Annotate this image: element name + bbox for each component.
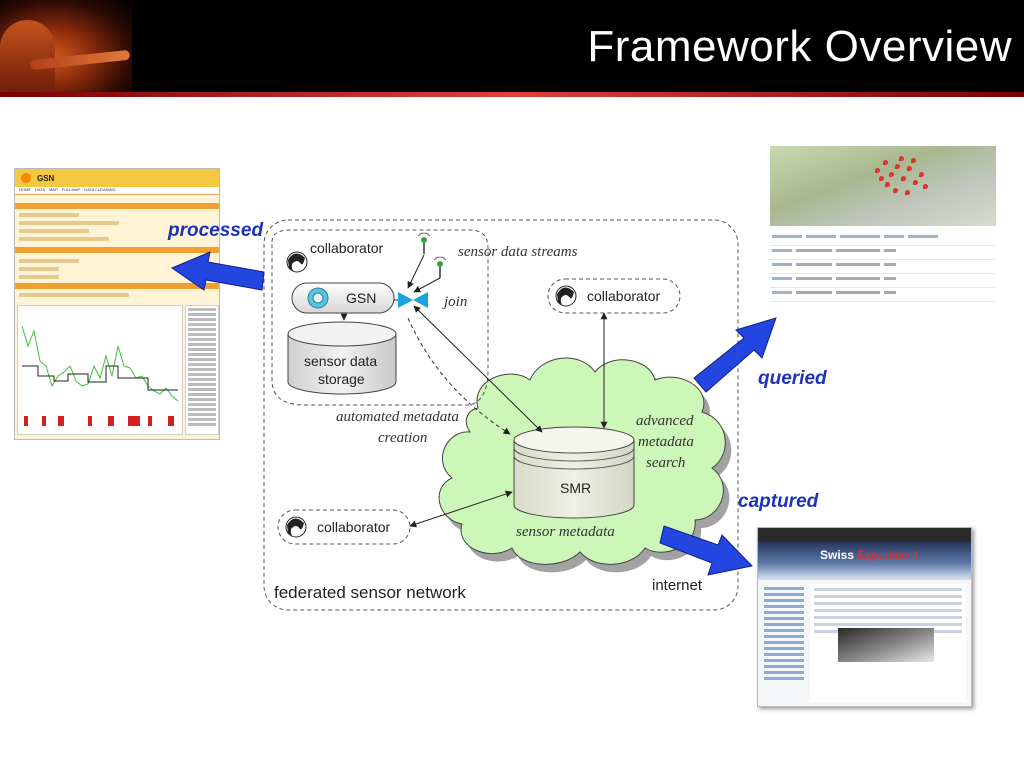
gsn-gear-icon [307, 287, 329, 309]
title-divider [0, 92, 1024, 97]
collaborator-label-gsn: collaborator [310, 240, 383, 256]
smr-label: SMR [560, 480, 591, 496]
federated-network-boundary [263, 219, 739, 611]
smr-repository [513, 426, 635, 519]
sensor-metadata-label: sensor metadata [516, 524, 615, 540]
advanced-search-line2: metadata [638, 434, 694, 450]
collaborator-label-right: collaborator [587, 288, 660, 304]
gsn-node-boundary [271, 229, 489, 406]
processed-label: processed [167, 220, 263, 241]
metadata-map-thumbnail [770, 146, 996, 322]
advanced-search-line1: advanced [636, 413, 694, 429]
automated-metadata-line2: creation [378, 430, 427, 446]
advanced-search-line3: search [646, 455, 685, 471]
storage-label-line1: sensor data [304, 353, 377, 369]
sensor-data-storage [287, 321, 397, 395]
observatory-photo [838, 628, 934, 662]
swiss-experiment-wiki-thumbnail: Swiss Experiment [757, 527, 972, 707]
collaborator-icon [286, 251, 308, 273]
internet-label: internet [652, 577, 703, 594]
gsn-time-series-chart [17, 305, 183, 435]
collaborator-node-bottom [277, 509, 411, 545]
collaborator-icon [285, 516, 307, 538]
antenna-icon [417, 232, 431, 254]
join-icon [398, 292, 428, 308]
join-label: join [442, 294, 467, 310]
automated-metadata-line1: automated metadata [336, 409, 459, 425]
gsn-logo-icon [21, 173, 31, 183]
antenna-icon [433, 256, 447, 278]
sensor-data-streams-label: sensor data streams [458, 244, 578, 260]
storage-label-line2: storage [318, 371, 365, 387]
header-photo [0, 0, 132, 94]
slide-title: Framework Overview [587, 22, 1012, 71]
queried-label: queried [758, 368, 827, 389]
metadata-results-table [770, 232, 996, 322]
queried-arrow [693, 317, 777, 393]
federated-network-label: federated sensor network [274, 583, 466, 602]
gsn-node [291, 282, 395, 314]
swiss-experiment-banner: Swiss Experiment [758, 542, 971, 580]
collaborator-node-right [547, 278, 681, 314]
captured-label: captured [738, 491, 819, 512]
captured-arrow [659, 525, 753, 576]
processed-arrow [170, 251, 265, 291]
sensor-map [770, 146, 996, 226]
title-bar: Framework Overview [0, 0, 1024, 94]
gsn-label: GSN [346, 290, 376, 306]
gsn-app-name: GSN [37, 173, 55, 183]
collaborator-icon [555, 285, 577, 307]
collaborator-label-bottom: collaborator [317, 519, 390, 535]
gsn-values-table [185, 305, 219, 435]
